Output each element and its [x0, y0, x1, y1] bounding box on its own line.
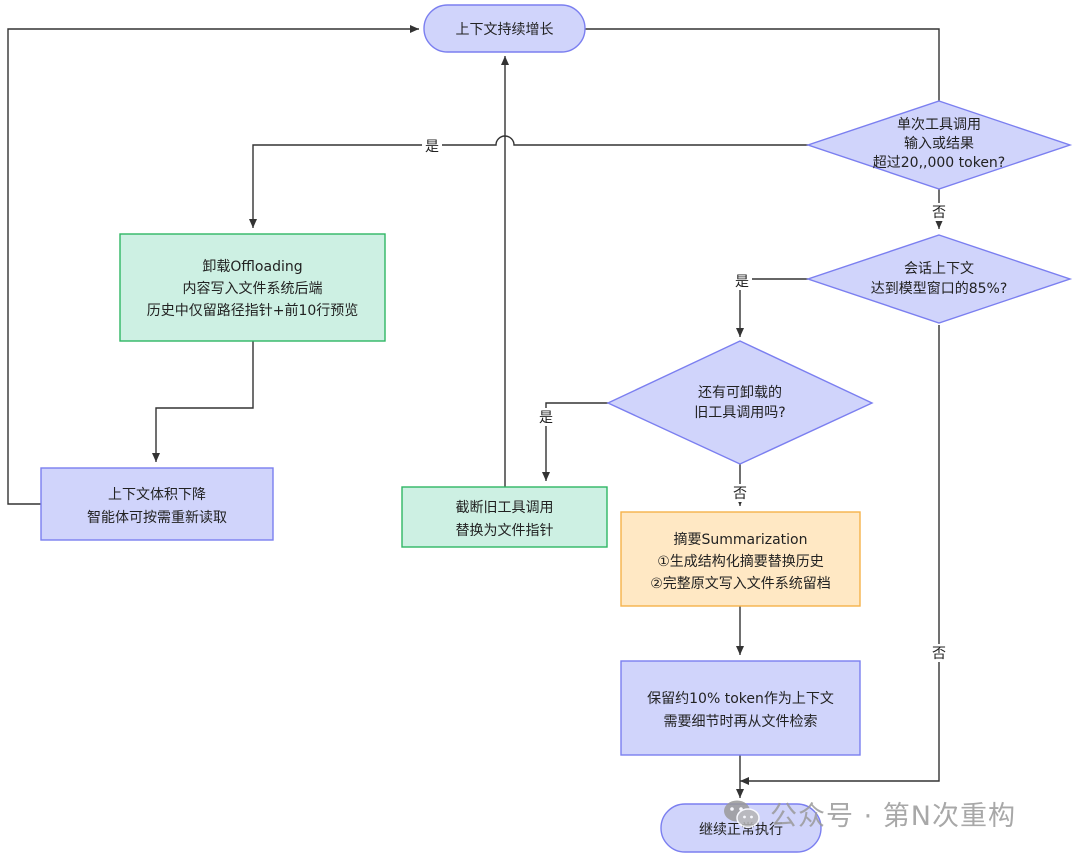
edge-reduced-start	[7, 25, 419, 505]
node-context-growth: 上下文持续增长	[423, 4, 586, 53]
node-keep-ten: 保留约10% token作为上下文 需要细节时再从文件检索	[620, 660, 861, 756]
node-summarize: 摘要Summarization ①生成结构化摘要替换历史 ②完整原文写入文件系统…	[620, 511, 861, 607]
edge-start-to-tool-check	[585, 28, 943, 111]
node-offload: 卸载Offloading 内容写入文件系统后端 历史中仅留路径指针+前10行预览	[119, 233, 386, 342]
node-context-reduced: 上下文体积下降 智能体可按需重新读取	[40, 467, 274, 541]
watermark-text: 公众号 · 第N次重构	[770, 801, 1016, 832]
summarize-line-2: ①生成结构化摘要替换历史	[657, 553, 824, 570]
edge-offload-reduced	[152, 341, 254, 462]
node-single-tool-check: 单次工具调用 输入或结果 超过20,,000 token?	[805, 100, 1073, 190]
node-window-check: 会话上下文 达到模型窗口的85%?	[805, 234, 1073, 324]
node-truncate: 截断旧工具调用 替换为文件指针	[401, 486, 608, 548]
node-continue: 继续正常执行	[660, 803, 822, 853]
edge-labels: 是 否 是 是 否 否	[422, 137, 949, 662]
offload-line-3: 历史中仅留路径指针+前10行预览	[147, 302, 359, 319]
watermark: 公众号 · 第N次重构	[722, 794, 1016, 833]
label-no-window: 否	[932, 205, 946, 221]
old-tool-check-line-1: 还有可卸载的	[698, 385, 782, 401]
offload-line-2: 内容写入文件系统后端	[183, 280, 323, 297]
wechat-icon	[724, 800, 760, 828]
old-tool-check-line-2: 旧工具调用吗?	[694, 405, 785, 421]
keep-ten-line-2: 需要细节时再从文件检索	[664, 713, 818, 730]
single-tool-check-line-2: 输入或结果	[904, 136, 974, 152]
edges	[7, 25, 943, 798]
edge-old-tool-yes-truncate	[542, 402, 608, 481]
label-yes-offload: 是	[425, 139, 439, 155]
node-old-tool-check: 还有可卸载的 旧工具调用吗?	[606, 340, 874, 465]
node-context-growth-text: 上下文持续增长	[456, 21, 554, 38]
context-reduced-line-2: 智能体可按需重新读取	[87, 509, 227, 526]
truncate-line-1: 截断旧工具调用	[456, 500, 554, 516]
context-reduced-line-1: 上下文体积下降	[108, 487, 206, 503]
label-yes-old-tool: 是	[735, 274, 749, 290]
truncate-line-2: 替换为文件指针	[456, 522, 554, 539]
summarize-line-1: 摘要Summarization	[673, 531, 807, 548]
label-no-summarize: 否	[733, 486, 747, 502]
offload-line-1: 卸载Offloading	[202, 259, 302, 275]
single-tool-check-line-1: 单次工具调用	[897, 117, 981, 133]
single-tool-check-line-3: 超过20,,000 token?	[873, 155, 1005, 171]
summarize-line-3: ②完整原文写入文件系统留档	[650, 576, 831, 592]
window-check-line-1: 会话上下文	[904, 261, 974, 277]
node-continue-text: 继续正常执行	[699, 821, 783, 838]
window-check-line-2: 达到模型窗口的85%?	[871, 280, 1008, 297]
label-no-continue: 否	[932, 646, 946, 662]
edge-window-no-continue	[740, 325, 940, 785]
keep-ten-line-1: 保留约10% token作为上下文	[647, 691, 834, 707]
label-yes-truncate: 是	[539, 410, 553, 426]
edge-tool-check-yes-offload	[249, 135, 808, 228]
